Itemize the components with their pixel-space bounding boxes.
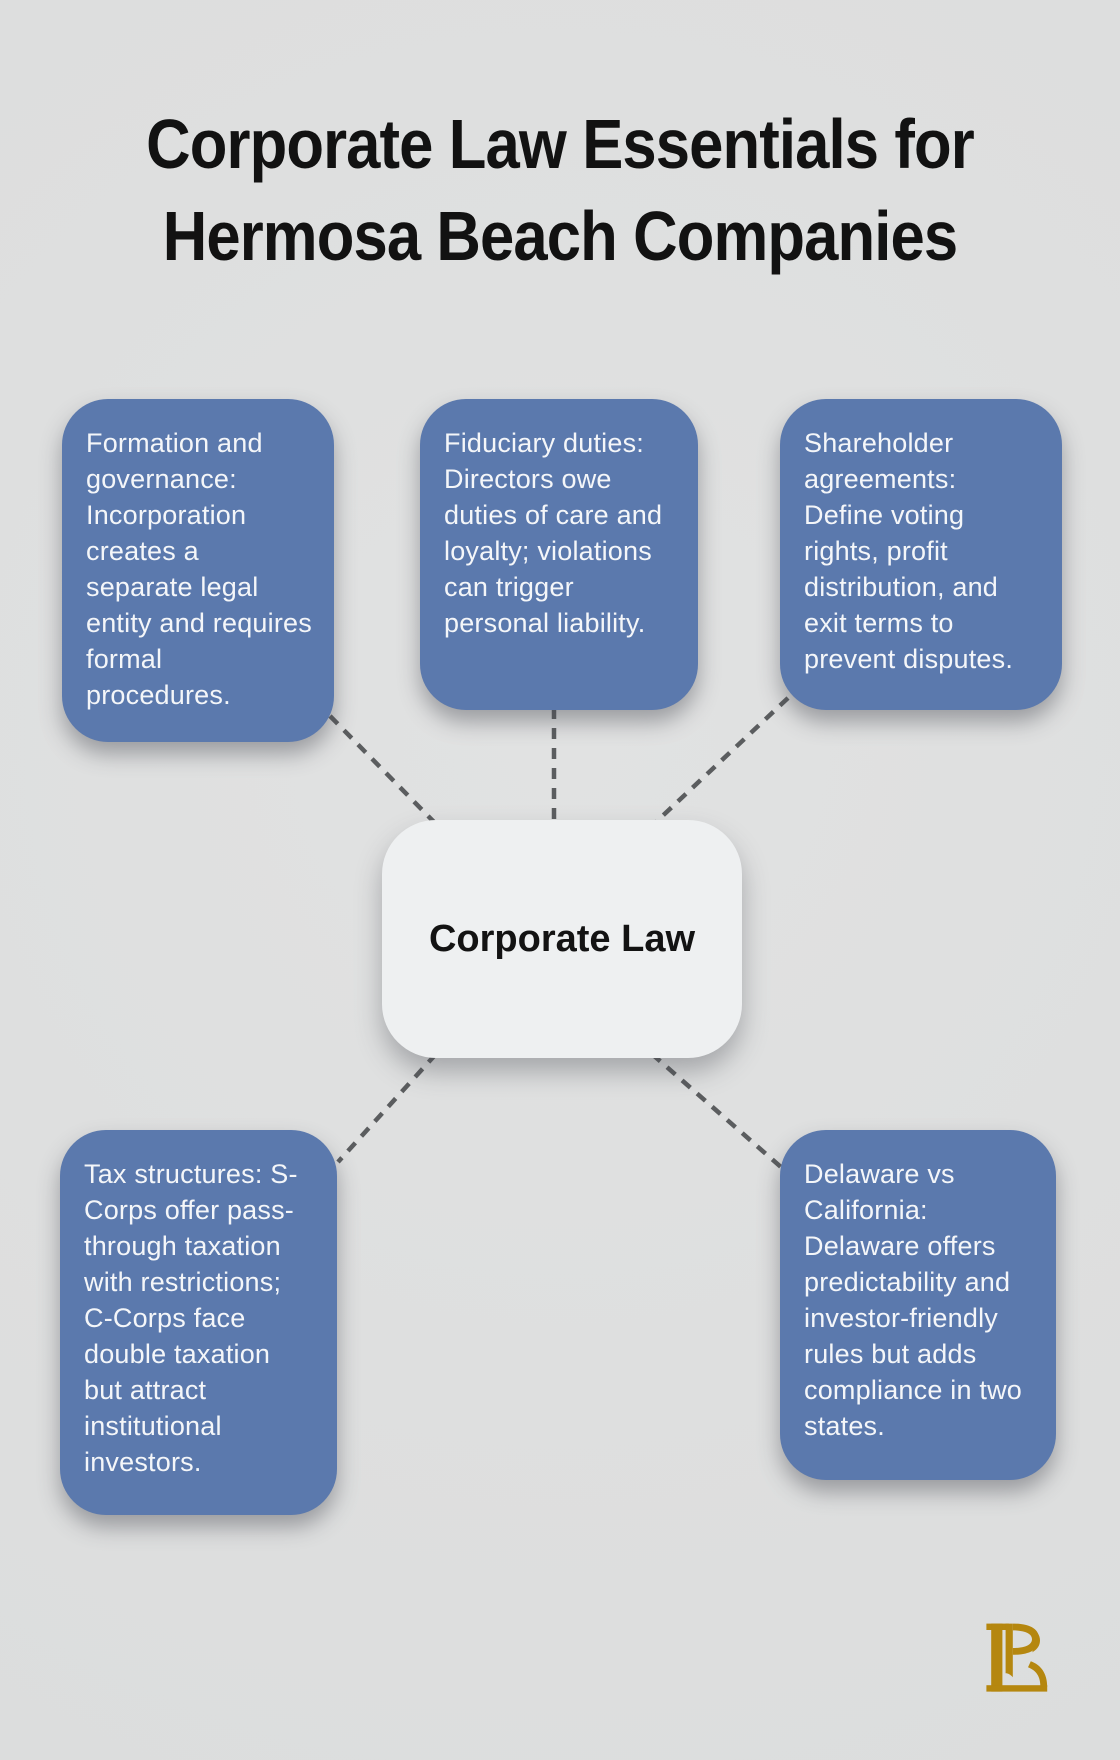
node-fiduciary-duties: Fiduciary duties: Directors owe duties o… (420, 399, 698, 710)
node-tax-structures-text: Tax structures: S-Corps offer pass-throu… (84, 1159, 298, 1477)
node-formation-governance: Formation and governance: Incorporation … (62, 399, 334, 742)
node-shareholder-agreements: Shareholder agreements: Define voting ri… (780, 399, 1062, 710)
lp-monogram-icon (986, 1623, 1048, 1692)
connector-formation (328, 714, 436, 824)
connector-shareholder (654, 696, 790, 824)
page-title-line2: Hermosa Beach Companies (162, 197, 958, 275)
node-shareholder-agreements-text: Shareholder agreements: Define voting ri… (804, 428, 1014, 674)
node-formation-governance-text: Formation and governance: Incorporation … (86, 428, 312, 710)
page-title-line1: Corporate Law Essentials for (146, 105, 975, 183)
node-delaware-vs-california-text: Delaware vs California: Delaware offers … (804, 1159, 1023, 1441)
connector-delaware (650, 1052, 784, 1170)
node-delaware-vs-california: Delaware vs California: Delaware offers … (780, 1130, 1056, 1480)
center-node-corporate-law: Corporate Law (382, 820, 742, 1058)
node-fiduciary-duties-text: Fiduciary duties: Directors owe duties o… (444, 428, 663, 638)
node-tax-structures: Tax structures: S-Corps offer pass-throu… (60, 1130, 337, 1515)
center-node-label: Corporate Law (428, 917, 696, 960)
connector-tax (336, 1052, 438, 1164)
page-title: Corporate Law Essentials for Hermosa Bea… (67, 98, 1053, 282)
